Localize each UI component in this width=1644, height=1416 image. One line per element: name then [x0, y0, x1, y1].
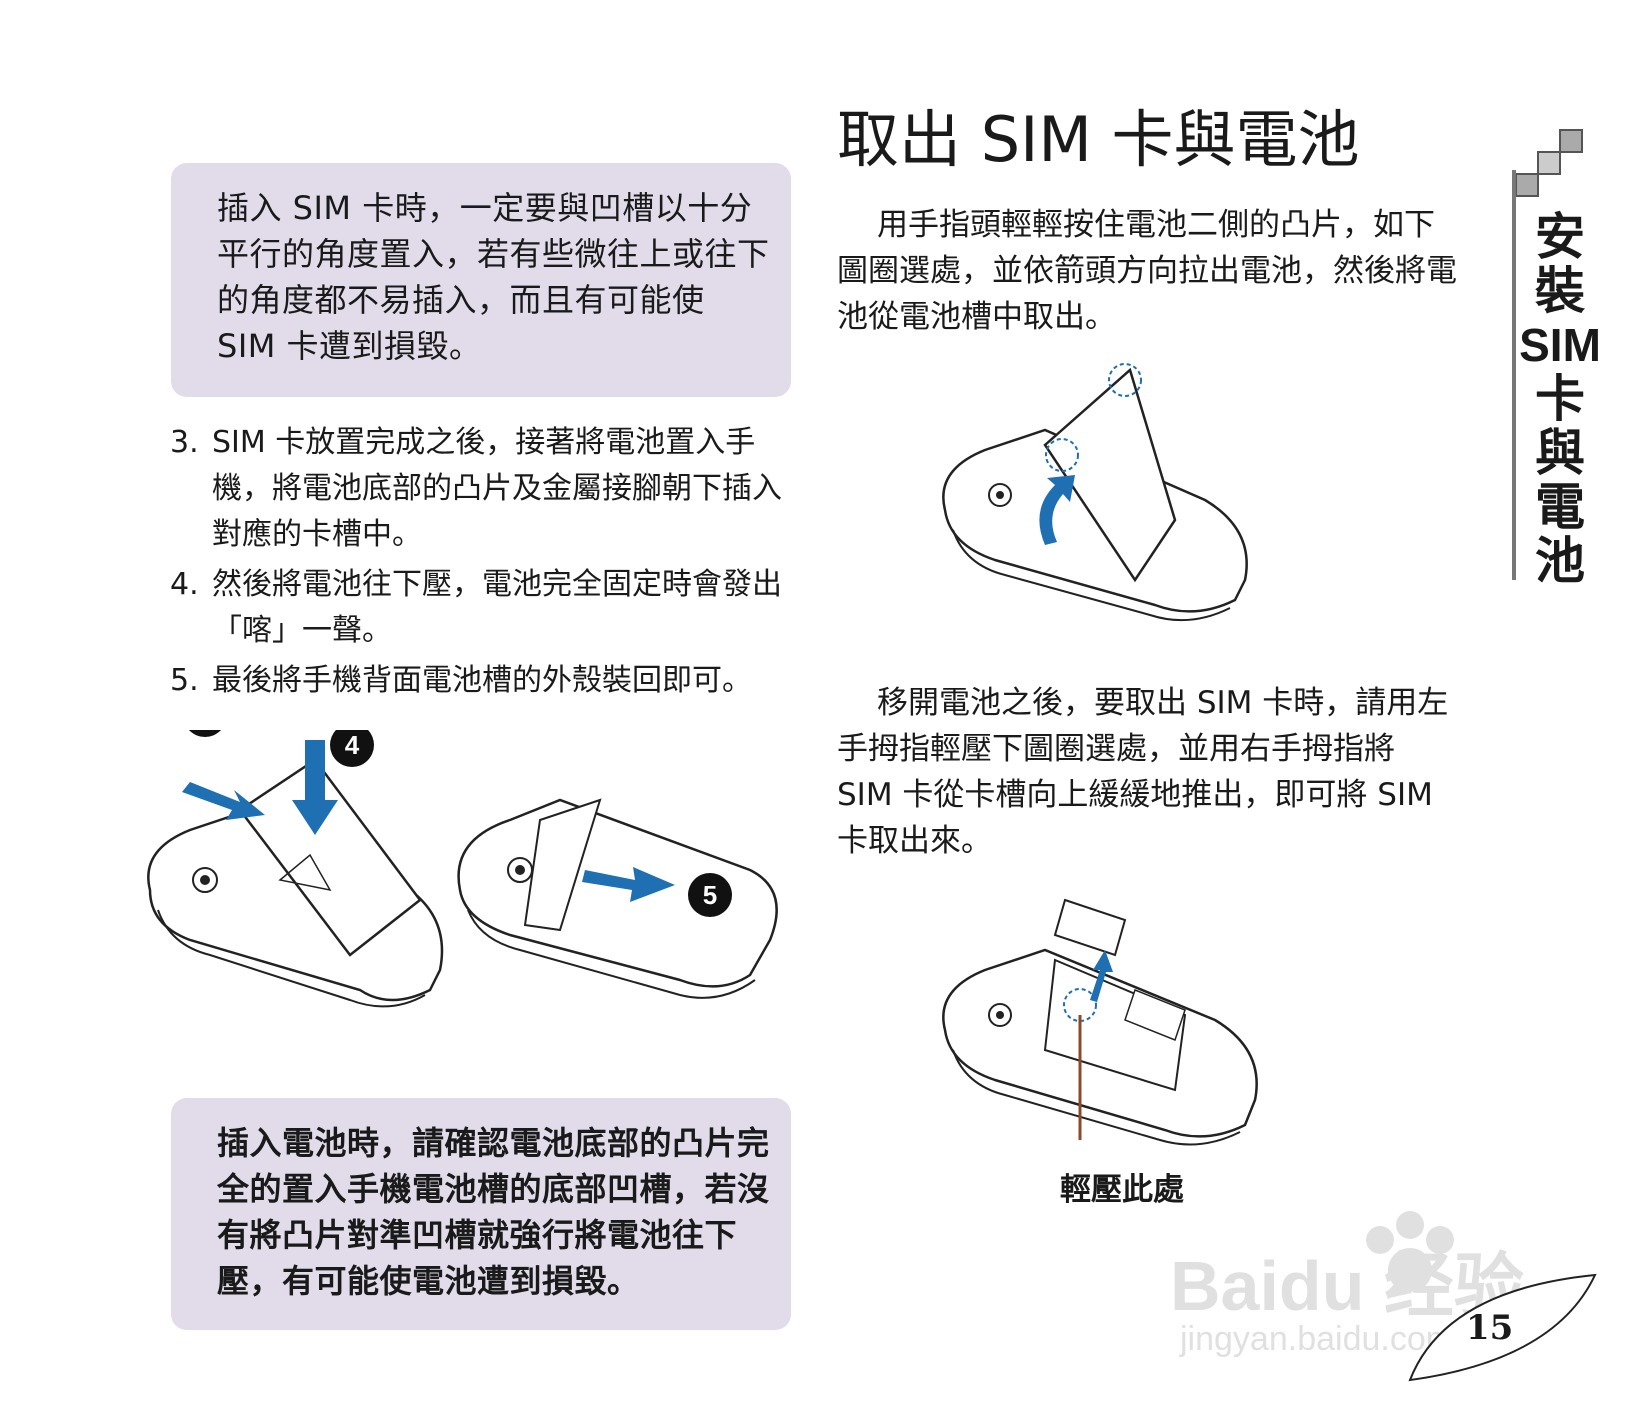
- step-item: 4. 然後將電池往下壓，電池完全固定時會發出「喀」一聲。: [170, 562, 800, 654]
- step-text: SIM 卡放置完成之後，接著將電池置入手機，將電池底部的凸片及金屬接腳朝下插入對…: [212, 425, 782, 552]
- sim-remove-illustration: [942, 898, 1258, 1146]
- tip-box-sim: 插入 SIM 卡時，一定要與凹槽以十分平行的角度置入，若有些微往上或往下的角度都…: [171, 163, 791, 397]
- baidu-watermark-logo: Baidu 经验 jingyan.baidu.com: [1170, 1211, 1524, 1358]
- page-number-leaf: [1408, 1273, 1597, 1382]
- step-item: 5. 最後將手機背面電池槽的外殼裝回即可。: [170, 658, 800, 704]
- side-tab-rule: [1512, 170, 1516, 580]
- step-4-badge: 4: [345, 730, 360, 760]
- tip-box-battery: 插入電池時，請確認電池底部的凸片完全的置入手機電池槽的底部凹槽，若沒有將凸片對準…: [171, 1098, 791, 1330]
- battery-insert-illustration: 3 4 5: [147, 730, 778, 1008]
- side-tab-char: 安: [1535, 208, 1585, 266]
- step-item: 3. SIM 卡放置完成之後，接著將電池置入手機，將電池底部的凸片及金屬接腳朝下…: [170, 420, 800, 558]
- side-tab-char: 卡: [1535, 370, 1585, 428]
- step-5-badge: 5: [703, 880, 717, 910]
- step-text: 最後將手機背面電池槽的外殼裝回即可。: [212, 663, 752, 698]
- step-number: 4.: [170, 567, 199, 602]
- tip-text-battery: 插入電池時，請確認電池底部的凸片完全的置入手機電池槽的底部凹槽，若沒有將凸片對準…: [217, 1124, 770, 1300]
- step-number: 3.: [170, 425, 199, 460]
- step-text: 然後將電池往下壓，電池完全固定時會發出「喀」一聲。: [212, 567, 782, 648]
- press-here-caption: 輕壓此處: [1060, 1172, 1184, 1208]
- chapter-side-tab: 安 裝 SIM 卡 與 電 池: [1515, 210, 1605, 588]
- svg-text:Baidu 经验: Baidu 经验: [1170, 1247, 1524, 1325]
- paragraph-remove-sim: 移開電池之後，要取出 SIM 卡時，請用左手拇指輕壓下圖圈選處，並用右手拇指將 …: [837, 685, 1449, 859]
- paragraph-remove-battery: 用手指頭輕輕按住電池二側的凸片，如下圖圈選處，並依箭頭方向拉出電池，然後將電池從…: [837, 207, 1457, 335]
- corner-squares-icon: [1515, 129, 1583, 197]
- page-number: 15: [1466, 1308, 1514, 1348]
- side-tab-char: 與: [1535, 424, 1585, 482]
- step-number: 5.: [170, 663, 199, 698]
- side-tab-char: 電: [1535, 478, 1585, 536]
- tip-text-sim: 插入 SIM 卡時，一定要與凹槽以十分平行的角度置入，若有些微往上或往下的角度都…: [217, 189, 770, 365]
- side-tab-char: SIM: [1519, 319, 1601, 371]
- battery-remove-illustration: [942, 363, 1248, 622]
- page-title: 取出 SIM 卡與電池: [837, 103, 1360, 176]
- side-tab-char: 池: [1535, 532, 1585, 590]
- steps-list: 3. SIM 卡放置完成之後，接著將電池置入手機，將電池底部的凸片及金屬接腳朝下…: [170, 420, 800, 708]
- side-tab-char: 裝: [1535, 262, 1585, 320]
- svg-text:jingyan.baidu.com: jingyan.baidu.com: [1179, 1320, 1454, 1358]
